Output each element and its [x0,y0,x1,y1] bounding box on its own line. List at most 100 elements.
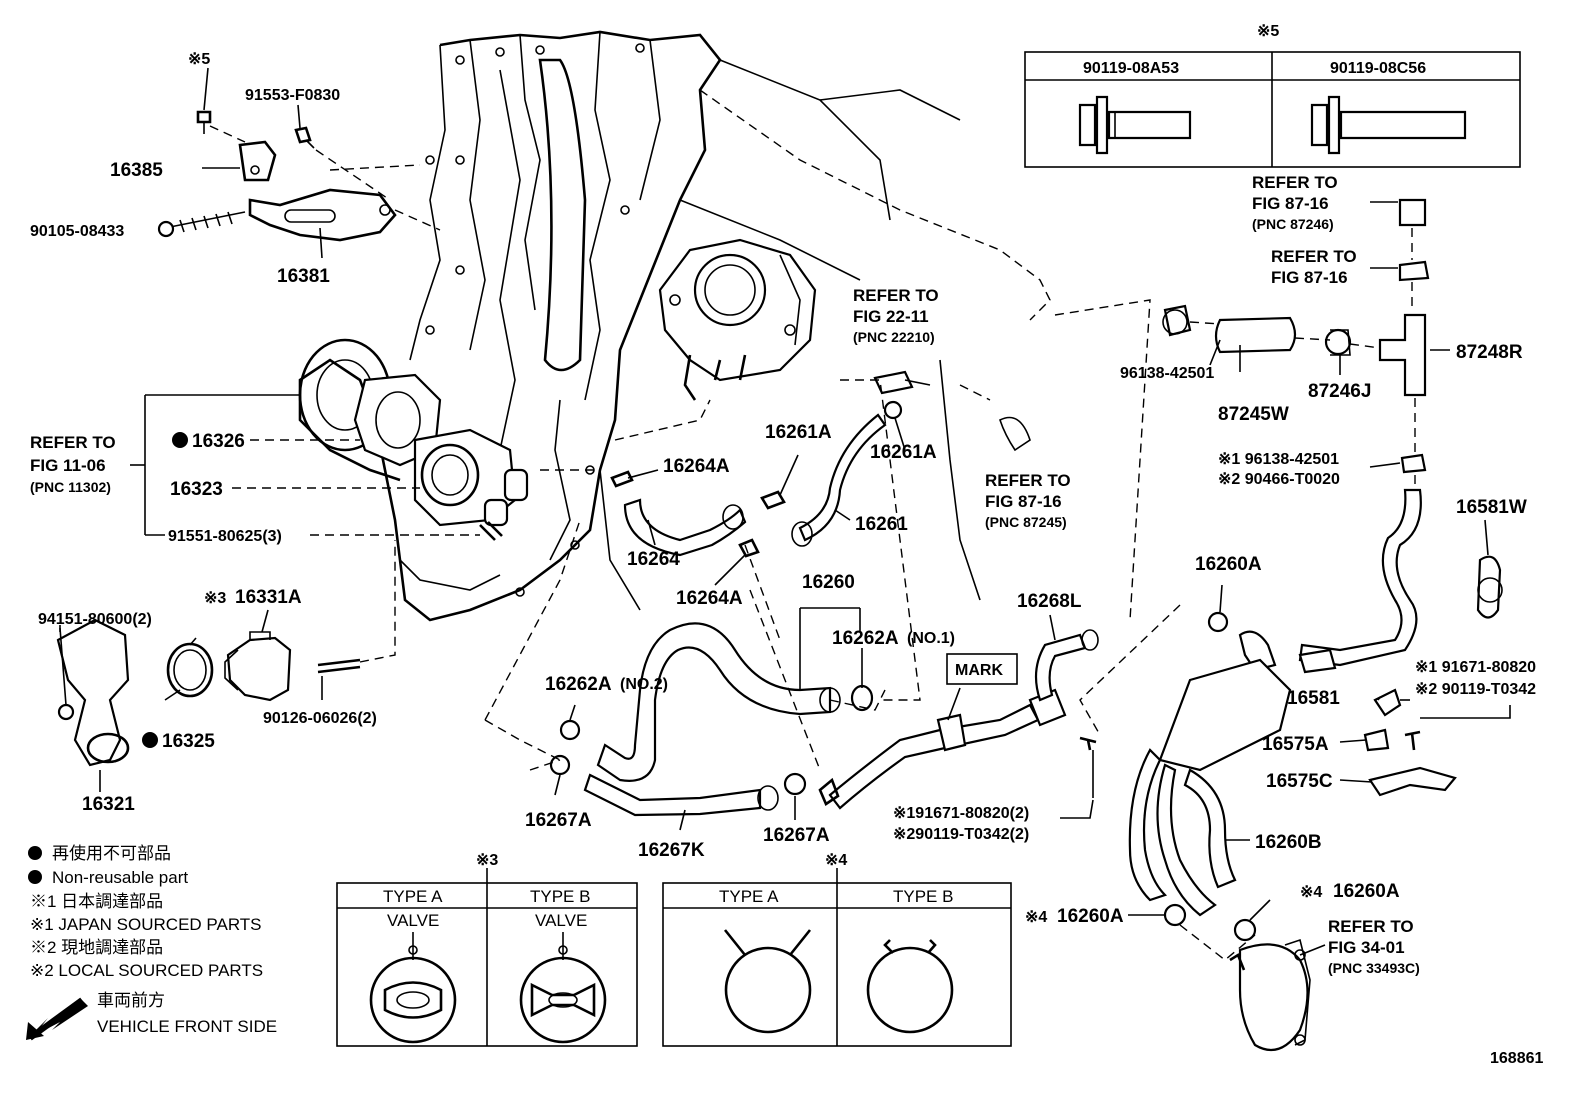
refer-fig-11-06-l3: (PNC 11302) [30,479,111,495]
thermostat-valve-a-icon [369,932,457,1044]
refer-fig-22-11-l3: (PNC 22210) [853,329,935,345]
non-reusable-dot-icon [28,870,42,884]
note-90119-right: ※2 90119-T0342 [1415,681,1536,698]
bolt-header-08c56: 90119-08C56 [1330,60,1426,77]
figure-number: 168861 [1490,1050,1543,1067]
legend-non-reusable-en: Non-reusable part [52,868,188,887]
note-90119-center: ※290119-T0342(2) [893,826,1029,843]
refer-fig-34-01-l3: (PNC 33493C) [1328,960,1420,976]
label-16331a: 16331A [235,587,302,608]
bolt-table [1024,51,1521,168]
label-90126-06026: 90126-06026(2) [263,710,377,727]
label-16264a-1: 16264A [663,456,730,477]
note-91671-right: ※1 91671-80820 [1415,659,1536,676]
label-16381: 16381 [277,266,330,287]
note-r4-b: ※4 [1025,909,1047,926]
clamp-type-table [662,868,1012,1047]
refer-fig-87-16-mid-l1: REFER TO [1271,247,1357,266]
non-reusable-dot-icon [142,732,158,748]
label-16260a-3: 16260A [1333,881,1400,902]
legend-r2-en: ※2 LOCAL SOURCED PARTS [30,961,263,980]
note-r4-a: ※4 [1300,884,1322,901]
label-16267a-2: 16267A [763,825,830,846]
label-16262a-no1: 16262A [832,628,899,649]
refer-fig-22-11-l1: REFER TO [853,286,939,305]
note-r4-table: ※4 [825,852,847,869]
bracket-assembly [157,110,441,242]
label-16323: 16323 [170,479,223,500]
label-16262a-no2: 16262A [545,674,612,695]
bolt-icon-08c56 [1310,95,1467,155]
bolt-header-08a53: 90119-08A53 [1083,60,1179,77]
note-90466-t0020: ※2 90466-T0020 [1218,471,1340,488]
label-16260: 16260 [802,572,855,593]
label-16261a-2: 16261A [870,442,937,463]
thermostat-valve-b-icon [519,932,607,1044]
bolt-icon-08a53 [1078,95,1192,155]
thermostat-type-table [336,868,638,1047]
legend-symbols [26,432,1018,1041]
label-16575c: 16575C [1266,771,1333,792]
refer-fig-87-16-top-l2: FIG 87-16 [1252,194,1329,213]
refer-fig-87-16-low-l3: (PNC 87245) [985,514,1067,530]
label-16267k: 16267K [638,840,705,861]
label-87246j: 87246J [1308,381,1371,402]
non-reusable-dot-icon [172,432,188,448]
label-87245w: 87245W [1218,404,1289,425]
water-inlet-group [56,373,600,792]
label-16260b: 16260B [1255,832,1322,853]
label-16268l: 16268L [1017,591,1082,612]
thermo-type-a: TYPE A [383,887,443,906]
label-16581w: 16581W [1456,497,1527,518]
label-16581: 16581 [1287,688,1340,709]
note-r5-top: ※5 [1257,23,1279,40]
label-90105-08433: 90105-08433 [30,223,124,240]
note-r3-16331a: ※3 [204,590,226,607]
thermo-valve-a: VALVE [387,911,439,930]
refer-fig-11-06-l2: FIG 11-06 [30,456,106,475]
clamp-type-b: TYPE B [893,887,953,906]
legend-r2-jp: ※2 現地調達部品 [30,938,163,957]
legend-front-jp: 車両前方 [97,991,165,1010]
heater-hose-group [1079,198,1503,1052]
qualifier-no1: (NO.1) [907,630,955,647]
note-96138-42501: ※1 96138-42501 [1218,451,1339,468]
label-16267a-1: 16267A [525,810,592,831]
refer-fig-11-06-l1: REFER TO [30,433,116,452]
refer-fig-34-01-l2: FIG 34-01 [1328,938,1405,957]
label-16260a-1: 16260A [1195,554,1262,575]
label-16325: 16325 [162,731,215,752]
refer-fig-87-16-mid-l2: FIG 87-16 [1271,268,1348,287]
label-94151-80600: 94151-80600(2) [38,611,152,628]
label-16575a: 16575A [1262,734,1329,755]
refer-fig-34-01-l1: REFER TO [1328,917,1414,936]
mark-text: MARK [955,662,1003,679]
refer-fig-87-16-low-l1: REFER TO [985,471,1071,490]
note-91671-center: ※191671-80820(2) [893,805,1029,822]
thermo-type-b: TYPE B [530,887,590,906]
refer-fig-87-16-low-l2: FIG 87-16 [985,492,1062,511]
label-16385: 16385 [110,160,163,181]
legend-front-en: VEHICLE FRONT SIDE [97,1017,277,1036]
throttle-body [658,238,817,401]
label-16261: 16261 [855,514,908,535]
hose-group-center [484,299,1151,817]
thermo-valve-b: VALVE [535,911,587,930]
non-reusable-dot-icon [28,846,42,860]
qualifier-no2: (NO.2) [620,676,668,693]
refer-fig-87-16-top-l3: (PNC 87246) [1252,216,1334,232]
note-r3-table: ※3 [476,852,498,869]
legend-r1-jp: ※1 日本調達部品 [30,892,163,911]
label-16264a-2: 16264A [676,588,743,609]
part-number-labels: ※5 90119-08A53 90119-08C56 ※5 91553-F083… [30,23,1543,1067]
label-91551-80625: 91551-80625(3) [168,528,282,545]
clamp-type-a-icon [723,929,812,1034]
label-16261a-1: 16261A [765,422,832,443]
legend-r1-en: ※1 JAPAN SOURCED PARTS [30,915,262,934]
label-87248r: 87248R [1456,342,1523,363]
label-96138-42501: 96138-42501 [1120,365,1214,382]
label-16326: 16326 [192,431,245,452]
refer-fig-22-11-l2: FIG 22-11 [853,307,929,326]
label-91553-f0830: 91553-F0830 [245,87,340,104]
